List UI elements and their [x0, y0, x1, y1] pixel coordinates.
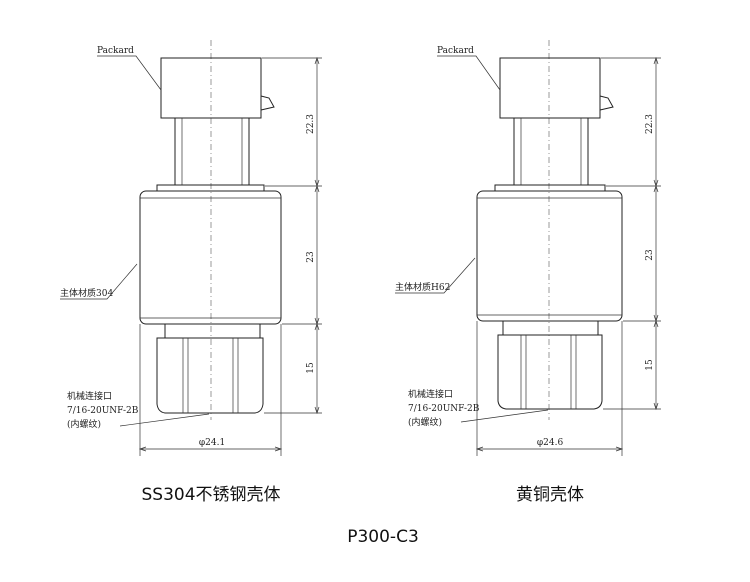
- left-flange: [156, 184, 265, 192]
- right-main-body: [476, 190, 623, 322]
- right-dim-middle-label: 23: [645, 249, 655, 261]
- right-sensor-drawing: 22.3 23 15 φ24.6 Packard 主体材质H62 机械连接口 7…: [395, 40, 661, 456]
- left-thread-label-line1: 机械连接口: [67, 390, 112, 402]
- right-flange: [494, 184, 606, 192]
- left-collar: [164, 323, 261, 339]
- left-connector-label: Packard: [97, 46, 134, 56]
- left-dim-bottom-label: 15: [306, 362, 316, 374]
- left-thread-label-line3: (内螺纹): [67, 418, 101, 430]
- right-body-material-label: 主体材质H62: [395, 281, 450, 293]
- right-connector-head: [499, 57, 601, 119]
- left-dim-diameter-label: φ24.1: [199, 438, 225, 448]
- model-name: P300-C3: [347, 527, 419, 547]
- right-dim-bottom-label: 15: [645, 359, 655, 371]
- left-dim-middle-label: 23: [306, 251, 316, 263]
- right-collar: [502, 320, 599, 336]
- left-hex-fitting: [156, 337, 264, 414]
- left-dim-top-label: 22.3: [306, 114, 316, 134]
- left-sensor-drawing: 22.3 23 15 φ24.1 Packard 主体材质304 机械连接口 7…: [60, 40, 322, 456]
- left-connector-head: [160, 57, 262, 119]
- right-connector-latch: [599, 95, 614, 111]
- right-dim-top-label: 22.3: [645, 114, 655, 134]
- left-body-material-label: 主体材质304: [60, 287, 113, 299]
- right-connector-label: Packard: [437, 46, 474, 56]
- left-main-body: [139, 190, 282, 325]
- right-thread-label-line3: (内螺纹): [408, 416, 442, 428]
- left-thread-label-line2: 7/16-20UNF-2B: [67, 406, 139, 416]
- left-connector-latch: [260, 95, 275, 111]
- right-hex-fitting: [497, 334, 603, 410]
- left-caption: SS304不锈钢壳体: [141, 485, 280, 505]
- right-caption: 黄铜壳体: [516, 485, 584, 505]
- right-thread-label-line1: 机械连接口: [408, 388, 453, 400]
- right-dim-diameter-label: φ24.6: [537, 438, 564, 448]
- right-thread-label-line2: 7/16-20UNF-2B: [408, 404, 480, 414]
